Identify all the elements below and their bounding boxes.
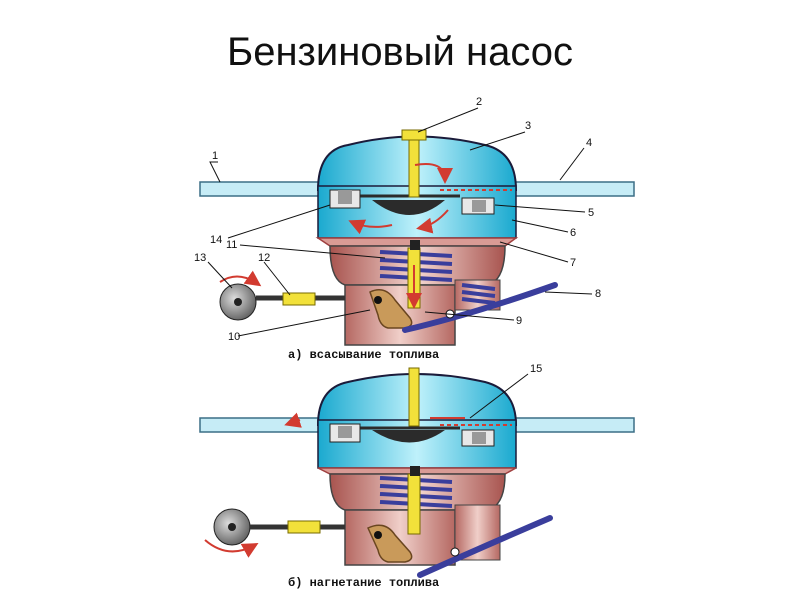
rod-guide — [283, 293, 315, 305]
label-15: 15 — [530, 363, 542, 375]
label-12: 12 — [258, 252, 270, 264]
inlet-pipe — [200, 182, 322, 196]
pump-shaft-b — [409, 368, 419, 426]
label-3: 3 — [525, 120, 531, 132]
pump-shaft — [409, 137, 419, 197]
label-13: 13 — [194, 252, 206, 264]
label-9: 9 — [516, 315, 522, 327]
inlet-pipe-b — [200, 418, 322, 432]
label-11: 11 — [226, 239, 237, 251]
label-14: 14 — [210, 234, 222, 246]
pump-discharge-view: 15 б) нагнетание топлива — [200, 363, 634, 590]
pump-suction-view: 1 2 3 4 5 6 7 8 9 10 11 12 13 14 а) всас… — [194, 96, 634, 362]
label-10: 10 — [228, 331, 240, 343]
outlet-pipe — [512, 182, 634, 196]
label-6: 6 — [570, 227, 576, 239]
label-1: 1 — [212, 150, 218, 162]
label-7: 7 — [570, 257, 576, 269]
label-4: 4 — [586, 137, 592, 149]
label-8: 8 — [595, 288, 601, 300]
label-5: 5 — [588, 207, 594, 219]
outlet-pipe-b — [512, 418, 634, 432]
caption-suction: а) всасывание топлива — [288, 348, 439, 362]
caption-discharge: б) нагнетание топлива — [288, 575, 439, 590]
label-2: 2 — [476, 96, 482, 108]
